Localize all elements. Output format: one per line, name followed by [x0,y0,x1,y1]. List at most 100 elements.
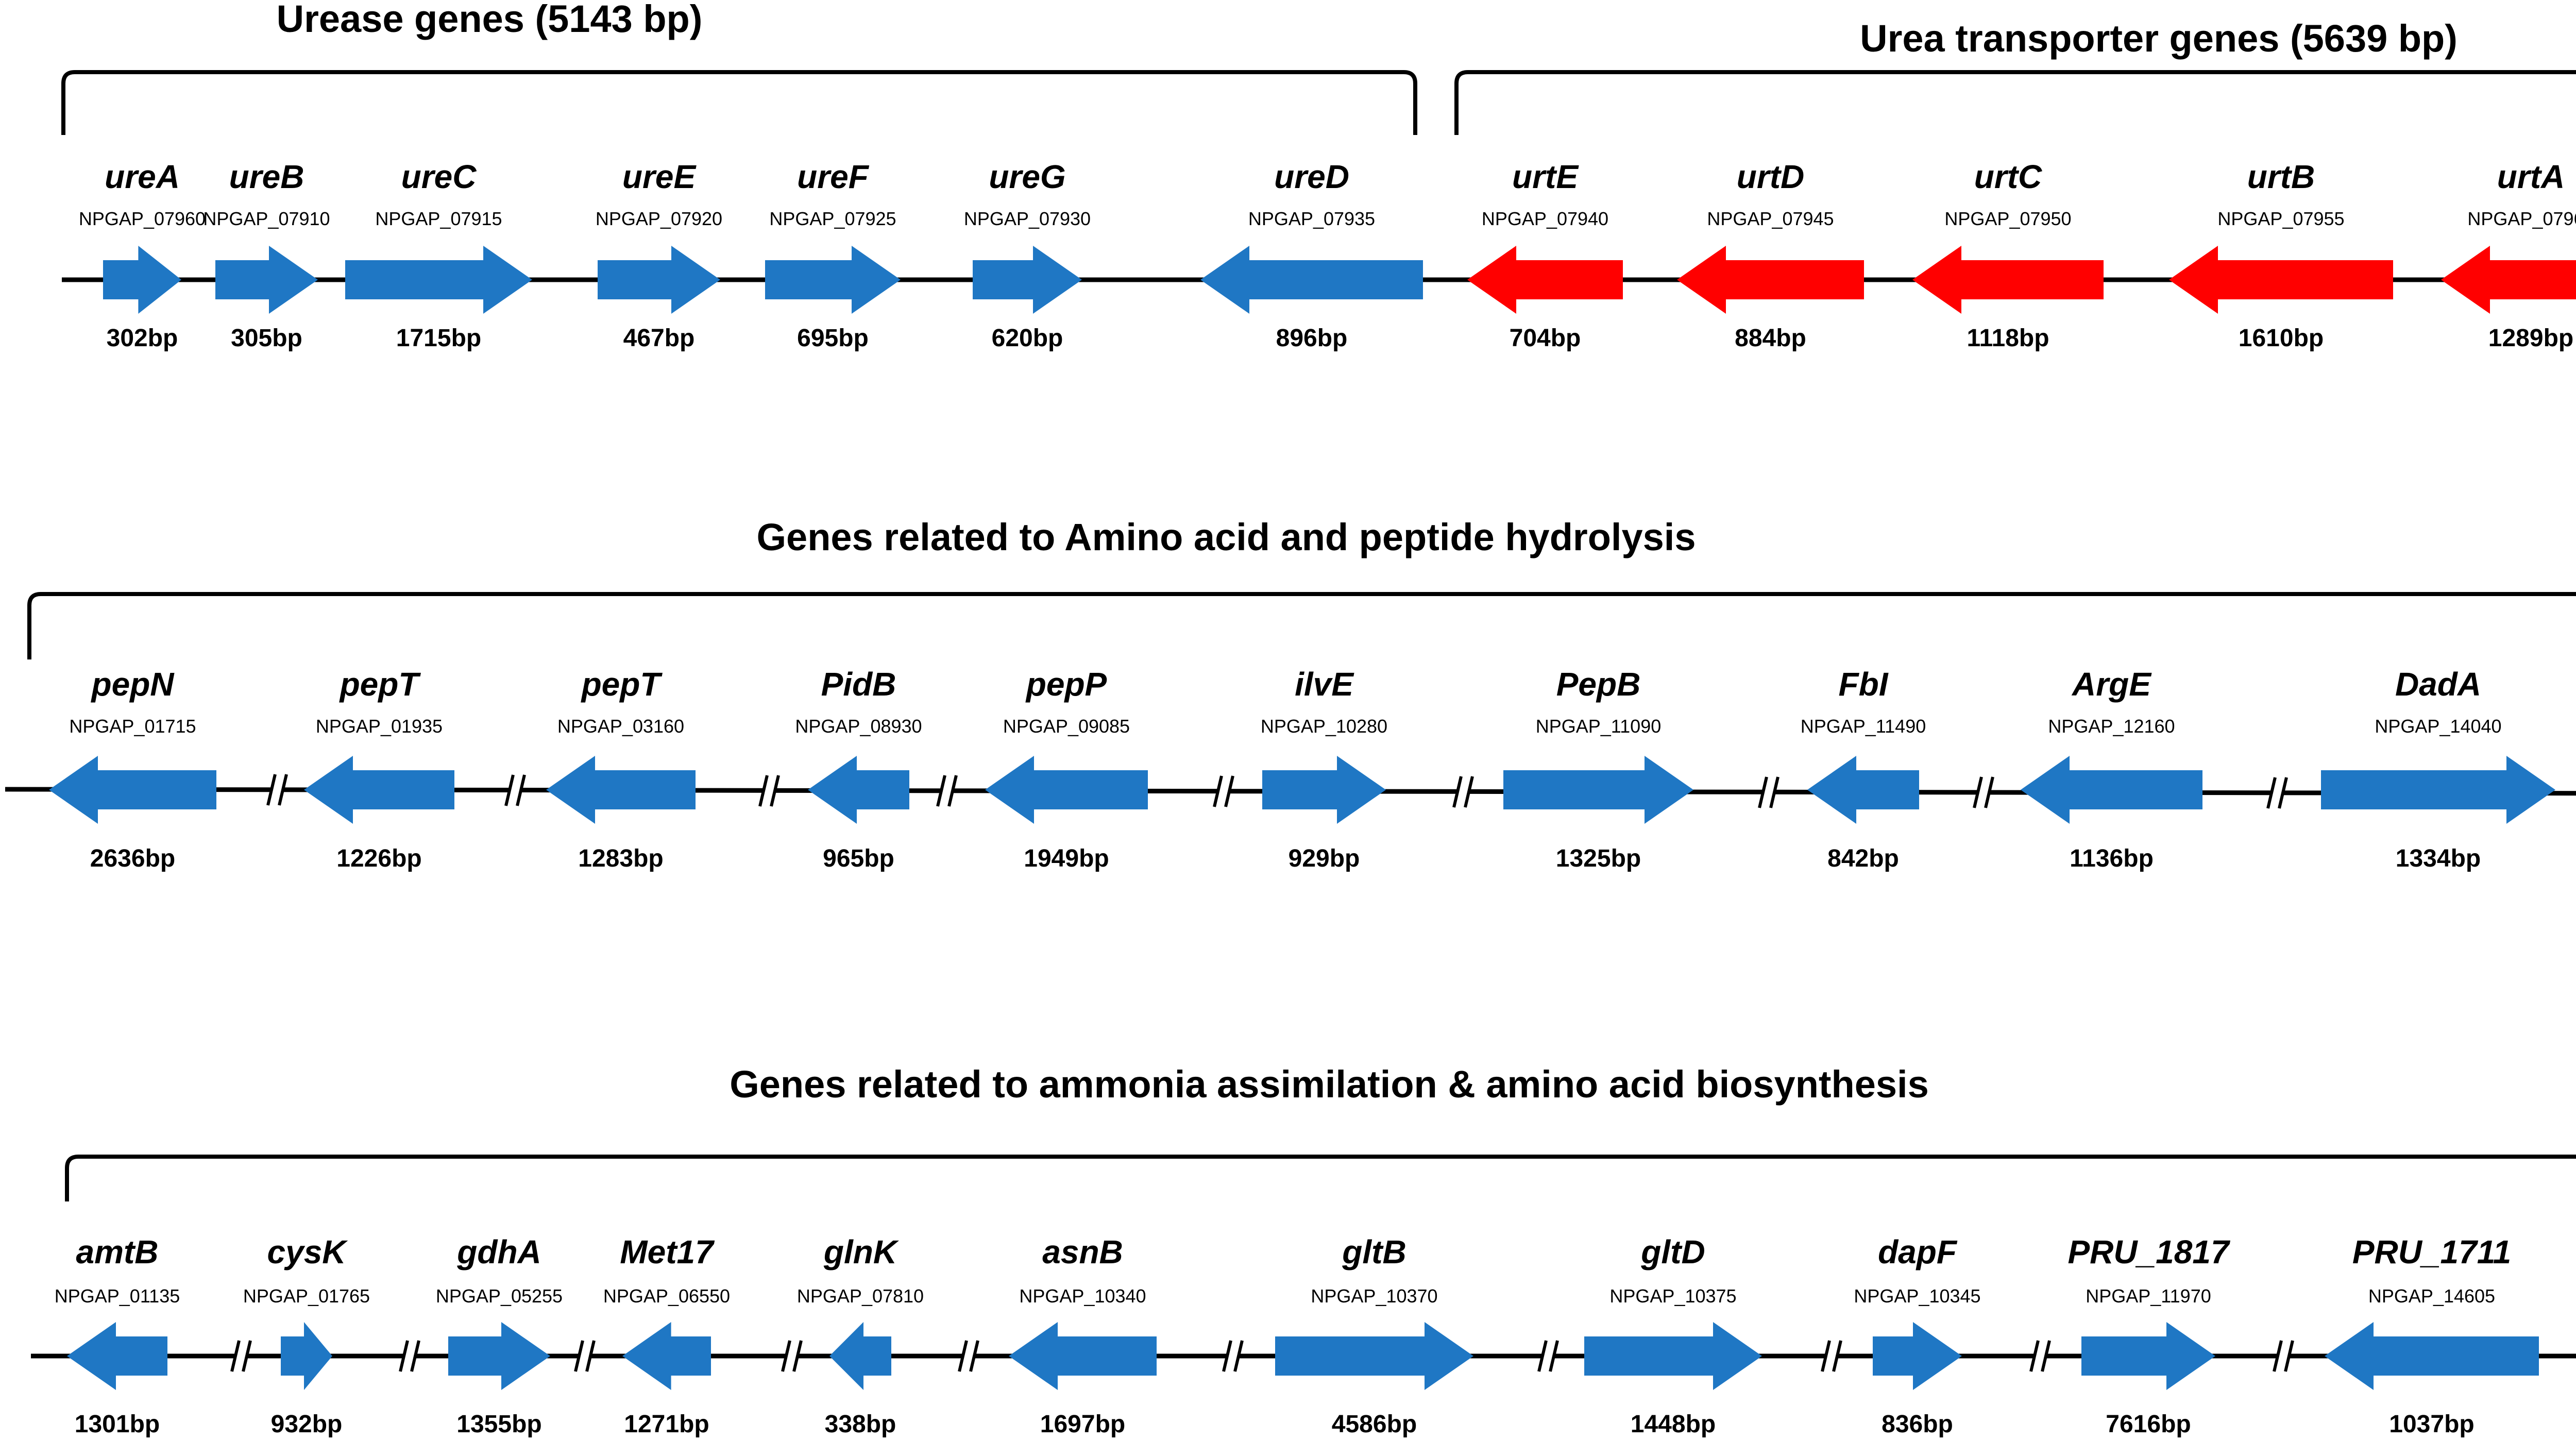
gene-locus-id: NPGAP_07955 [2217,208,2344,229]
gene-arrow [829,1322,891,1390]
gene-name: FbI [1839,666,1889,703]
gene-locus-id: NPGAP_10345 [1854,1285,1980,1307]
gene-name: dapF [1878,1233,1958,1270]
gene-name: glnK [823,1233,900,1270]
ammonia-bracket [65,1155,2576,1201]
gene-glnk: glnK NPGAP_07810 338bp [797,1233,924,1438]
gene-locus-id: NPGAP_07960 [2467,208,2576,229]
gene-arrow [546,756,696,824]
ammonia-title: Genes related to ammonia assimilation & … [730,1063,1929,1106]
gene-size: 302bp [107,325,178,352]
axis-break-mark [936,771,958,810]
row-hydrolysis: Genes related to Amino acid and peptide … [5,516,2576,872]
gene-name: urtE [1512,158,1579,195]
gene-size: 1697bp [1040,1411,1125,1438]
gene-name: asnB [1042,1233,1123,1270]
gene-name: urtA [2497,158,2565,195]
gene-name: ArgE [2071,666,2152,703]
gene-size: 1610bp [2239,325,2324,352]
gene-urtc: urtC NPGAP_07950 1118bp [1912,158,2104,352]
row-2-breaks [266,770,2288,812]
gene-locus-id: NPGAP_07950 [1944,208,2071,229]
axis-break-mark [758,771,780,810]
gene-locus-id: NPGAP_06550 [603,1285,730,1307]
gene-size: 2636bp [90,845,175,872]
gene-arrow [304,756,454,824]
gene-arrow [1200,246,1423,314]
gene-arrow [49,756,216,824]
gene-size: 1949bp [1024,845,1109,872]
gene-arrow [973,246,1082,314]
axis-break-mark [1222,1336,1244,1376]
gene-locus-id: NPGAP_07960 [79,208,206,229]
gene-arrow [281,1322,332,1390]
gene-arrow [1912,246,2104,314]
hydrolysis-bracket [27,592,2576,659]
gene-size: 467bp [623,325,695,352]
urea-transporter-bracket [1454,70,2576,135]
gene-locus-id: NPGAP_08930 [795,716,922,737]
gene-locus-id: NPGAP_12160 [2048,716,2175,737]
gene-arrow [2021,756,2202,824]
gene-size: 932bp [271,1411,343,1438]
gene-urtb: urtB NPGAP_07955 1610bp [2169,158,2393,352]
axis-break-mark [958,1336,979,1376]
gene-size: 1334bp [2396,845,2481,872]
gene-arrow [1807,756,1919,824]
row-2-genes: pepNNPGAP_017152636bppepTNPGAP_019351226… [49,666,2555,872]
gene-locus-id: NPGAP_01935 [316,716,443,737]
gene-locus-id: NPGAP_10370 [1311,1285,1437,1307]
gene-locus-id: NPGAP_07920 [596,208,722,229]
gene-size: 1118bp [1967,325,2049,352]
gene-arrow [345,246,532,314]
gene-locus-id: NPGAP_11970 [2086,1285,2211,1307]
gene-arrow [985,756,1148,824]
gene-size: 620bp [992,325,1063,352]
axis-break-mark [230,1336,252,1376]
gene-arrow [1677,246,1864,314]
gene-arrow [1584,1322,1762,1390]
gene-arrow [2321,756,2555,824]
gene-name: urtC [1974,158,2042,195]
gene-size: 929bp [1289,845,1360,872]
gene-size: 1325bp [1556,845,1641,872]
gene-size: 4586bp [1332,1411,1417,1438]
gene-locus-id: NPGAP_01135 [55,1285,180,1307]
gene-locus-id: NPGAP_01765 [243,1285,370,1307]
gene-size: 338bp [825,1411,896,1438]
gene-name: urtB [2247,158,2315,195]
gene-name: DadA [2395,666,2481,703]
gene-locus-id: NPGAP_11490 [1801,716,1926,737]
gene-name: ureF [797,158,870,195]
gene-locus-id: NPGAP_10280 [1261,716,1387,737]
gene-size: 695bp [797,325,869,352]
gene-name: ureE [622,158,697,195]
gene-name: cysK [267,1233,349,1270]
axis-break-mark [1758,773,1780,812]
axis-break-mark [574,1336,596,1376]
gene-arrow [1009,1322,1157,1390]
axis-break-mark [2266,773,2288,812]
gene-name: Met17 [620,1233,715,1270]
row-urease-urt: Urease genes (5143 bp) Urea transporter … [61,0,2576,352]
gene-locus-id: NPGAP_10375 [1609,1285,1736,1307]
row-3-breaks [230,1336,2294,1376]
gene-size: 896bp [1276,325,1348,352]
gene-name: gltB [1342,1233,1406,1270]
axis-break-mark [2029,1336,2051,1376]
gene-arrow [765,246,901,314]
gene-locus-id: NPGAP_07810 [797,1285,924,1307]
urea-transporter-title: Urea transporter genes (5639 bp) [1860,17,2458,60]
urease-title: Urease genes (5143 bp) [277,0,703,40]
gene-locus-id: NPGAP_07915 [375,208,502,229]
gene-locus-id: NPGAP_10340 [1019,1285,1146,1307]
gene-name: ureD [1274,158,1349,195]
gene-name: ilvE [1295,666,1354,703]
